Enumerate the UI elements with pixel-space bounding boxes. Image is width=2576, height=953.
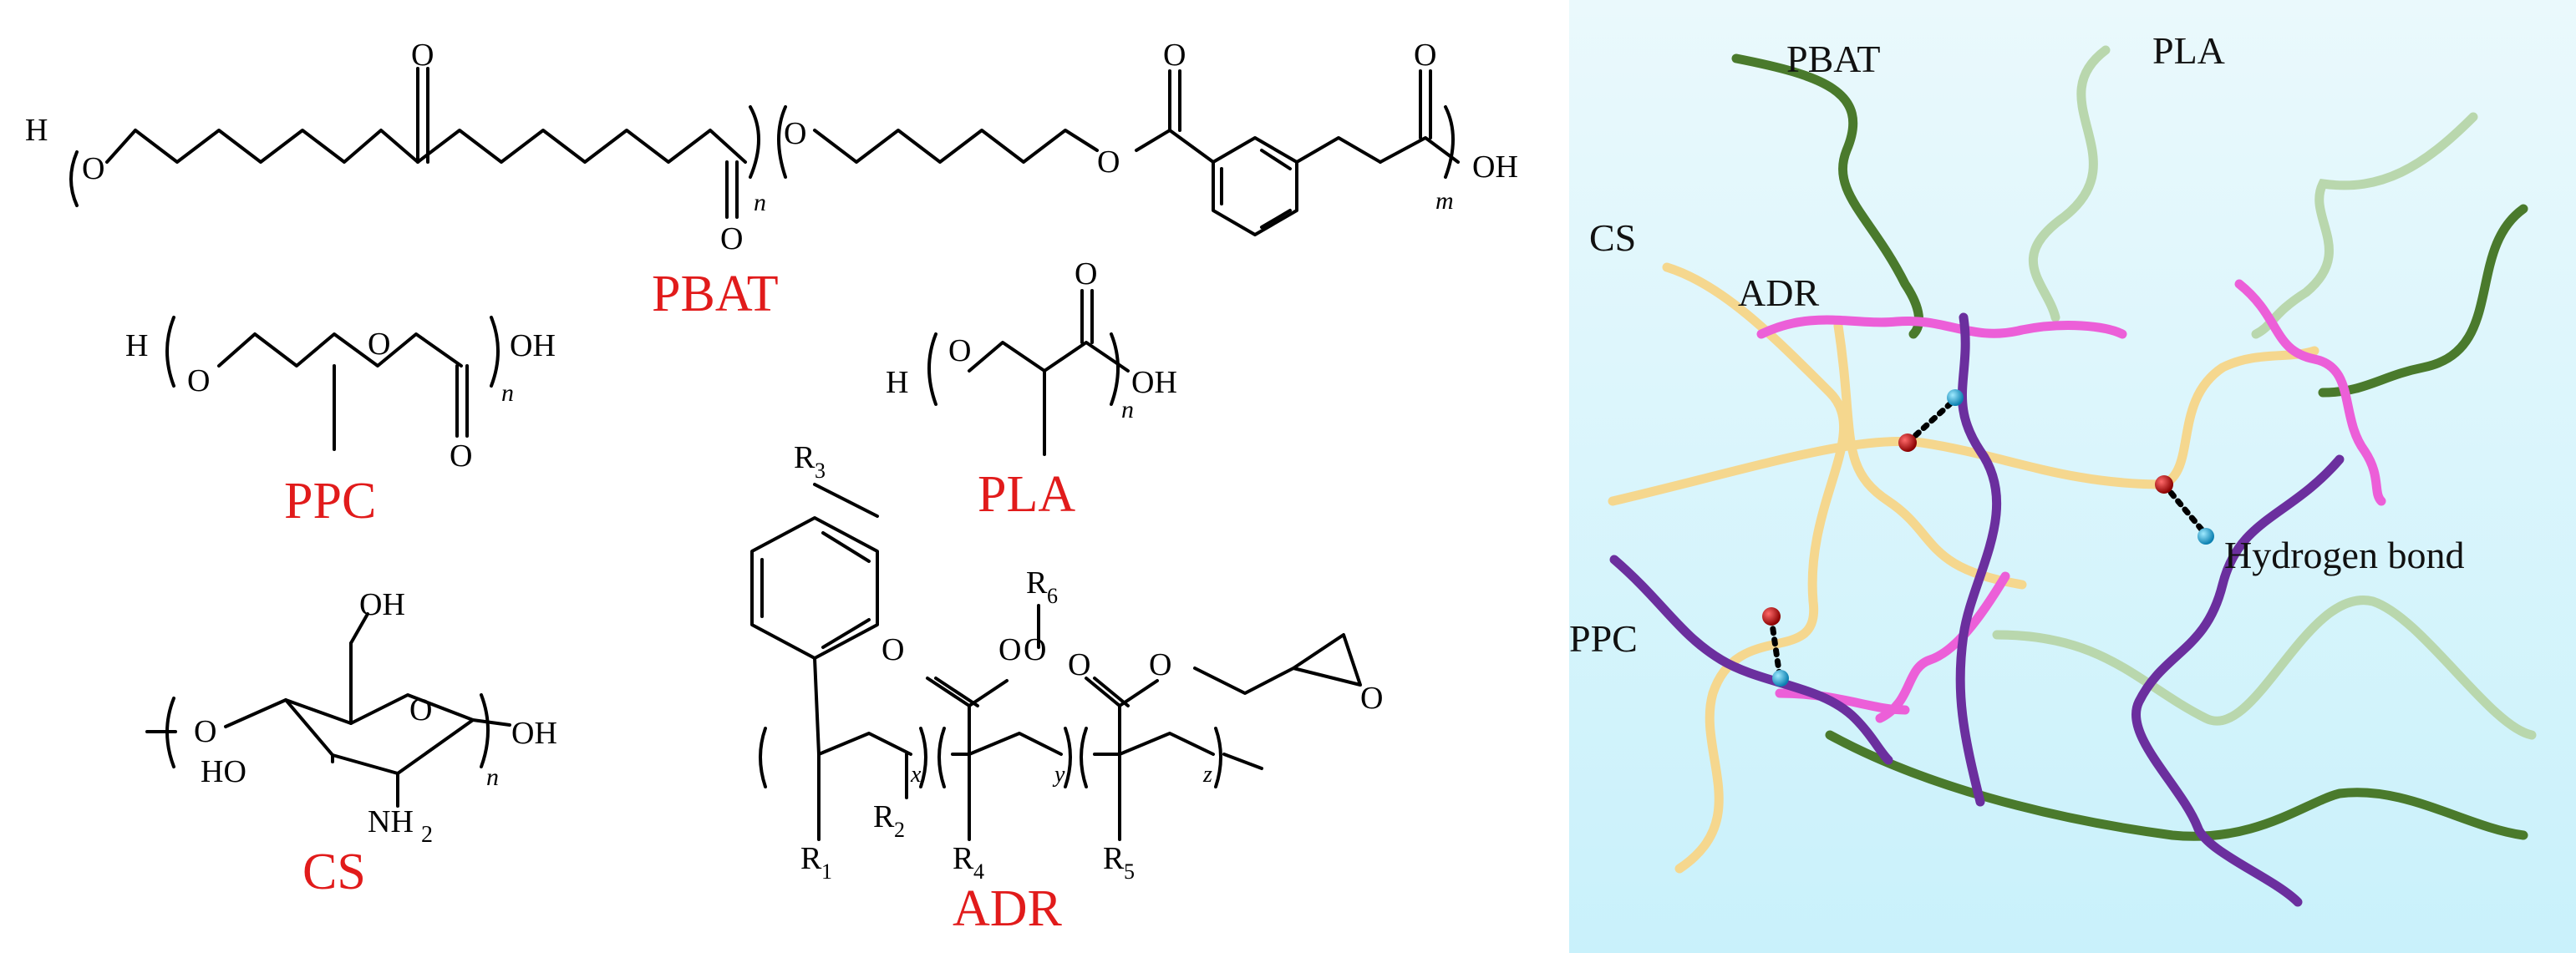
adr-structure (750, 483, 1362, 841)
pbat-name: PBAT (652, 266, 779, 322)
hydrogen-bonds (1762, 389, 2214, 687)
cs-chain-4 (2159, 346, 2319, 489)
adr-r2: R (873, 799, 895, 834)
cs-n: n (486, 763, 499, 791)
adr-r6-sub: 6 (1047, 584, 1058, 608)
oxygen-atom-1 (1898, 433, 1917, 452)
pbat-chain-3 (1825, 730, 2528, 841)
ppc-h: H (125, 328, 148, 363)
cs-chain-3 (1833, 321, 2027, 590)
hbond-1 (1904, 396, 1959, 446)
ppc-name: PPC (284, 473, 376, 530)
adr-y: y (1052, 762, 1065, 788)
structure-text: H O O O n O O O O m OH PBAT H O O O n OH… (25, 38, 1518, 937)
adr-o-e: O (1149, 647, 1171, 682)
pla-o1: O (948, 333, 971, 368)
adr-chain-4 (1775, 688, 1910, 715)
cs-structure (145, 612, 511, 808)
adr-chain-2 (2234, 279, 2386, 506)
adr-name: ADR (953, 880, 1063, 937)
ppc-chain-3 (2131, 454, 2345, 907)
ppc-chain-2 (1609, 555, 1893, 765)
label-hydrogen-bond: Hydrogen bond (2224, 534, 2464, 576)
polymer-network-diagram: PBAT PLA CS ADR PPC Hydrogen bond (1569, 0, 2576, 953)
pbat-structure (69, 67, 1460, 236)
adr-r4: R (953, 841, 974, 876)
hbond-3 (1768, 615, 1783, 680)
pbat-o-ether1: O (82, 151, 104, 186)
pbat-m: m (1435, 187, 1454, 215)
adr-r5-sub: 5 (1124, 859, 1135, 884)
cs-chain-2 (1608, 436, 2169, 506)
pla-name: PLA (978, 466, 1075, 523)
pbat-o-ether2: O (784, 116, 806, 151)
pbat-o-top2: O (1414, 38, 1436, 73)
cs-chain-1 (1662, 262, 1848, 874)
adr-r3-sub: 3 (815, 459, 826, 483)
pla-chain-2 (2251, 112, 2478, 339)
adr-r2-sub: 2 (894, 818, 905, 842)
hydrogen-atom-3 (1772, 670, 1789, 687)
pbat-o-ketone: O (411, 38, 434, 73)
cs-oh-top: OH (359, 587, 405, 622)
ppc-o-carbonyl: O (450, 438, 472, 474)
ppc-structure (165, 316, 500, 451)
adr-chain-3 (1875, 571, 2010, 723)
hbond-2 (2161, 481, 2209, 538)
oxygen-atom-3 (1762, 607, 1781, 626)
pbat-h: H (25, 113, 48, 148)
pla-n: n (1121, 396, 1134, 423)
cs-name: CS (302, 844, 366, 900)
pla-h: H (886, 365, 908, 400)
adr-o-d: O (1068, 647, 1090, 682)
pbat-o-top1: O (1163, 38, 1186, 73)
pla-chain-3 (1992, 596, 2537, 740)
cs-nh2-sub: 2 (421, 822, 433, 848)
adr-r3: R (794, 440, 815, 475)
hydrogen-atom-1 (1947, 389, 1964, 406)
cs-o-ring: O (409, 692, 432, 727)
adr-o-a: O (882, 632, 904, 667)
pla-o-carbonyl: O (1075, 256, 1097, 291)
cs-oh-right: OH (511, 716, 557, 751)
adr-r6: R (1026, 565, 1048, 601)
cs-ho: HO (201, 754, 246, 789)
pla-structure (927, 289, 1130, 456)
pbat-n: n (754, 189, 766, 216)
ppc-chain-1 (1955, 312, 2002, 807)
adr-chain-1 (1756, 315, 2127, 339)
oxygen-atom-2 (2155, 475, 2173, 494)
adr-r5: R (1103, 841, 1125, 876)
pbat-o-ester: O (1097, 144, 1120, 180)
hydrogen-atom-2 (2197, 528, 2214, 545)
label-pla: PLA (2152, 29, 2225, 72)
cs-nh2: NH (368, 804, 414, 839)
adr-o-epoxide: O (1360, 681, 1383, 716)
ppc-o2: O (368, 327, 390, 362)
label-cs: CS (1589, 216, 1636, 259)
adr-o-c: O (1024, 632, 1046, 667)
cs-o-left: O (194, 714, 216, 749)
adr-z: z (1202, 762, 1212, 788)
pbat-chain-1 (1731, 53, 1924, 339)
ppc-o1: O (187, 363, 210, 398)
pbat-o-carbonyl: O (720, 221, 743, 256)
adr-r1-sub: 1 (821, 859, 832, 884)
adr-o-b: O (998, 632, 1021, 667)
pla-oh: OH (1131, 365, 1177, 400)
pbat-oh: OH (1472, 150, 1518, 185)
chemical-structures-panel (69, 67, 1460, 841)
pbat-chain-2 (2318, 204, 2528, 398)
pla-chain-1 (2029, 45, 2111, 322)
adr-r1: R (800, 841, 822, 876)
label-pbat: PBAT (1786, 38, 1880, 80)
label-ppc: PPC (1569, 617, 1638, 660)
ppc-oh: OH (510, 328, 556, 363)
ppc-n: n (501, 379, 514, 407)
label-adr: ADR (1738, 271, 1819, 314)
adr-x: x (910, 762, 922, 788)
adr-r4-sub: 4 (973, 859, 984, 884)
